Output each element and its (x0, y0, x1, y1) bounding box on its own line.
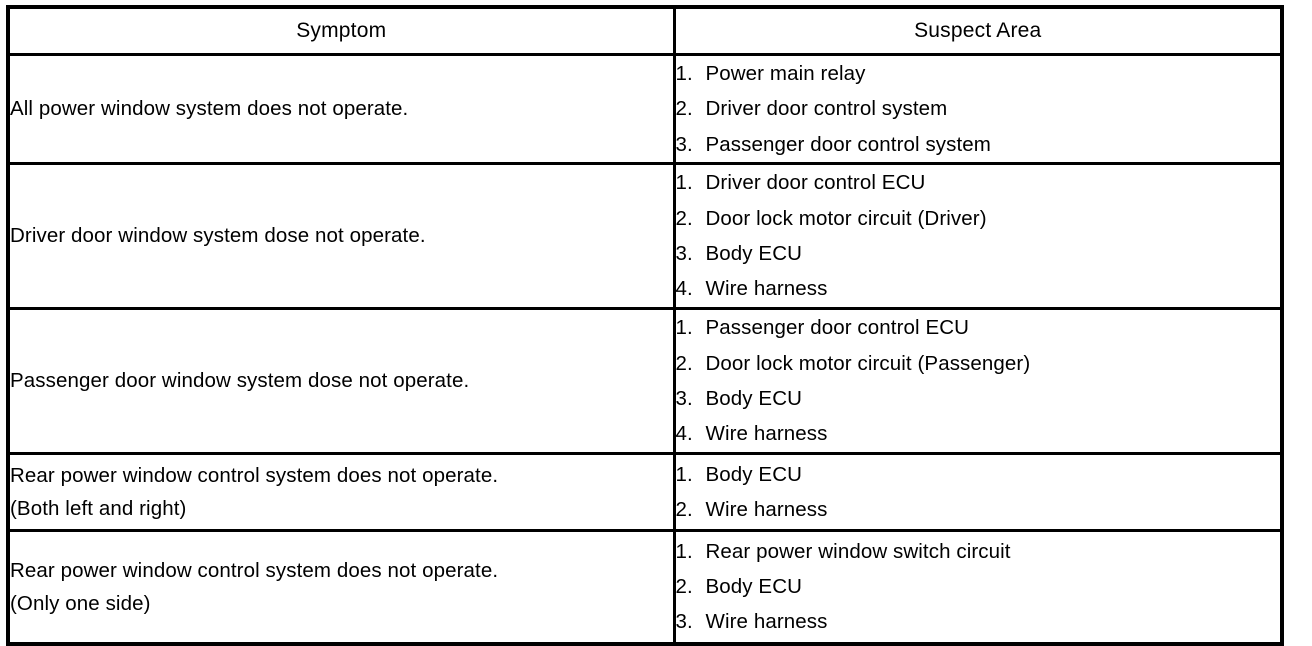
list-item-label: Power main relay (705, 62, 866, 85)
suspect-area-cell: 1. Driver door control ECU 2. Door lock … (672, 161, 1284, 310)
list-item-number: 1. (675, 171, 693, 195)
list-item-label: Passenger door control system (705, 132, 991, 156)
list-item: 3. Body ECU (676, 381, 1281, 416)
list-item-number: 1. (675, 462, 693, 486)
list-item-number: 3. (675, 386, 693, 410)
suspect-list: 1. Power main relay 2. Driver door contr… (676, 56, 1281, 162)
list-item-number: 2. (675, 497, 693, 521)
list-item-number: 2. (675, 575, 693, 599)
list-item-label: Wire harness (705, 610, 828, 634)
list-item-label: Door lock motor circuit (Driver) (705, 206, 987, 230)
suspect-list: 1. Rear power window switch circuit 2. B… (676, 534, 1281, 640)
list-item: 1. Power main relay (676, 56, 1281, 91)
symptom-cell: Rear power window control system does no… (6, 451, 676, 532)
table-row: Driver door window system dose not opera… (6, 161, 1284, 310)
list-item-label: Wire harness (705, 277, 828, 300)
suspect-list: 1. Driver door control ECU 2. Door lock … (676, 165, 1281, 306)
suspect-area-cell: 1. Passenger door control ECU 2. Door lo… (672, 306, 1284, 455)
table-header: Symptom Suspect Area (6, 5, 1284, 56)
table-row: Rear power window control system does no… (6, 528, 1284, 646)
list-item-label: Body ECU (705, 241, 803, 265)
symptom-cell: Passenger door window system dose not op… (6, 306, 676, 455)
list-item-number: 3. (675, 610, 693, 634)
list-item-label: Door lock motor circuit (Passenger) (705, 351, 1031, 375)
table-row: Rear power window control system does no… (6, 451, 1284, 532)
list-item: 3. Wire harness (676, 604, 1281, 639)
list-item-label: Body ECU (705, 386, 803, 410)
symptom-line-qualifier: (Only one side) (10, 591, 151, 615)
suspect-area-cell: 1. Rear power window switch circuit 2. B… (672, 528, 1284, 646)
list-item-label: Driver door control system (705, 97, 948, 121)
symptom-line: Rear power window control system does no… (10, 558, 499, 582)
table-body: All power window system does not operate… (6, 53, 1284, 646)
column-header-suspect-area: Suspect Area (672, 5, 1284, 56)
list-item: 4. Wire harness (676, 271, 1281, 306)
symptom-cell: Rear power window control system does no… (6, 528, 676, 646)
list-item-number: 4. (675, 277, 693, 300)
list-item-number: 1. (675, 62, 693, 85)
column-header-symptom: Symptom (6, 5, 676, 56)
list-item-number: 4. (675, 422, 693, 445)
list-item: 3. Body ECU (676, 236, 1281, 271)
list-item-label: Rear power window switch circuit (705, 539, 1011, 563)
list-item: 2. Body ECU (676, 569, 1281, 604)
list-item-label: Wire harness (705, 422, 828, 445)
list-item-number: 1. (675, 539, 693, 563)
symptom-line: All power window system does not operate… (10, 97, 409, 121)
list-item-label: Wire harness (705, 497, 828, 521)
symptom-cell: Driver door window system dose not opera… (6, 161, 676, 310)
list-item: 1. Driver door control ECU (676, 165, 1281, 200)
list-item: 2. Door lock motor circuit (Driver) (676, 201, 1281, 236)
suspect-area-cell: 1. Body ECU 2. Wire harness (672, 451, 1284, 532)
table-header-row: Symptom Suspect Area (6, 5, 1284, 56)
symptom-cell: All power window system does not operate… (6, 53, 676, 165)
list-item: 2. Wire harness (676, 492, 1281, 527)
list-item: 3. Passenger door control system (676, 127, 1281, 162)
list-item-number: 2. (675, 206, 693, 230)
list-item-label: Passenger door control ECU (705, 316, 970, 340)
symptom-suspect-area-table: Symptom Suspect Area All power window sy… (6, 5, 1284, 646)
suspect-area-cell: 1. Power main relay 2. Driver door contr… (672, 53, 1284, 165)
list-item: 1. Body ECU (676, 457, 1281, 492)
suspect-list: 1. Passenger door control ECU 2. Door lo… (676, 310, 1281, 451)
symptom-line: Rear power window control system does no… (10, 463, 499, 487)
symptom-line: Passenger door window system dose not op… (10, 369, 470, 393)
table-row: Passenger door window system dose not op… (6, 306, 1284, 455)
list-item-label: Body ECU (705, 462, 803, 486)
list-item: 4. Wire harness (676, 416, 1281, 451)
list-item: 2. Driver door control system (676, 91, 1281, 126)
list-item-number: 1. (675, 316, 693, 340)
list-item-label: Body ECU (705, 575, 803, 599)
list-item-number: 3. (675, 241, 693, 265)
symptom-line-qualifier: (Both left and right) (10, 496, 187, 520)
list-item: 1. Rear power window switch circuit (676, 534, 1281, 569)
list-item-number: 3. (675, 132, 693, 156)
list-item-number: 2. (675, 97, 693, 121)
suspect-list: 1. Body ECU 2. Wire harness (676, 457, 1281, 528)
list-item-number: 2. (675, 351, 693, 375)
symptom-line: Driver door window system dose not opera… (10, 224, 426, 248)
list-item-label: Driver door control ECU (705, 171, 926, 195)
list-item: 2. Door lock motor circuit (Passenger) (676, 346, 1281, 381)
table-row: All power window system does not operate… (6, 53, 1284, 165)
list-item: 1. Passenger door control ECU (676, 310, 1281, 345)
